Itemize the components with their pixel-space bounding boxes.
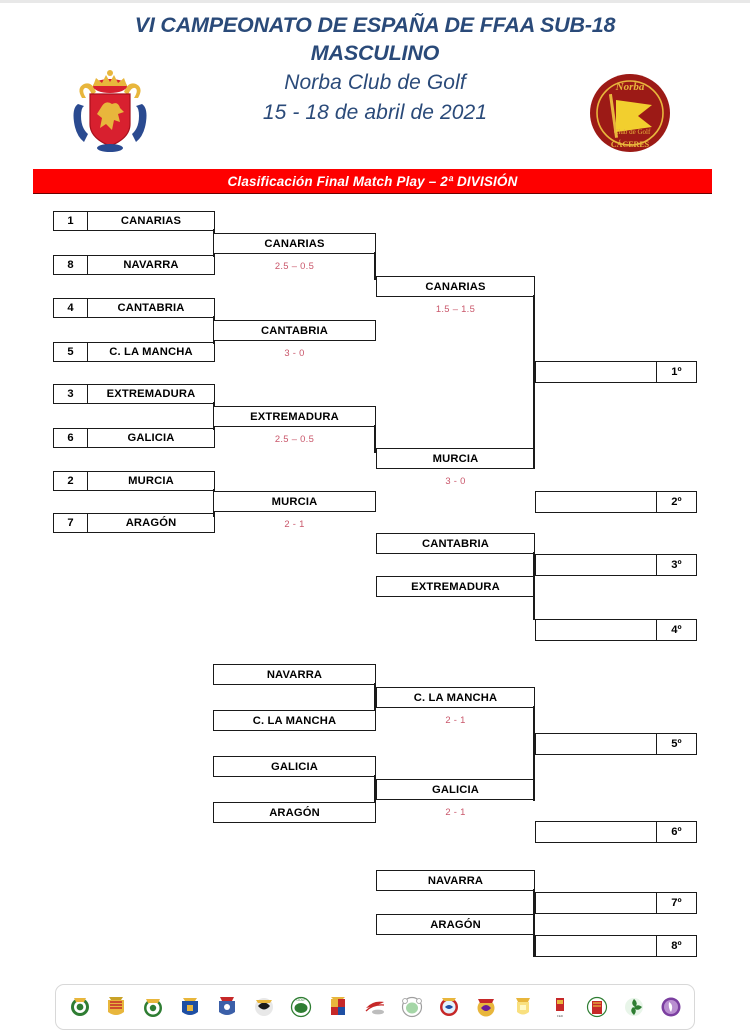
federacion-logo-4 — [177, 992, 204, 1022]
consolation-team-box[interactable]: ARAGÓN — [213, 802, 376, 823]
seed-number: 1 — [53, 211, 88, 231]
placement-team-box[interactable] — [535, 491, 657, 513]
svg-text:GOLF: GOLF — [297, 998, 306, 1002]
consolation-winner-box[interactable]: C. LA MANCHA — [376, 687, 535, 708]
placement-rank: 4º — [656, 619, 697, 641]
federacion-logo-8 — [325, 992, 352, 1022]
svg-text:CÁCERES: CÁCERES — [611, 139, 650, 149]
round1-team-box[interactable]: CANARIAS — [87, 211, 215, 231]
round1-team-box[interactable]: CANTABRIA — [87, 298, 215, 318]
semifinal-score: 3 - 0 — [445, 474, 466, 486]
third-place-team-box[interactable]: EXTREMADURA — [376, 576, 535, 597]
placement-rank: 3º — [656, 554, 697, 576]
federacion-logo-2 — [103, 992, 130, 1022]
round1-team-box[interactable]: EXTREMADURA — [87, 384, 215, 404]
federacion-logo-16 — [620, 992, 647, 1022]
svg-text:FED: FED — [557, 1014, 564, 1018]
round1-team-box[interactable]: NAVARRA — [87, 255, 215, 275]
bracket-connector — [533, 889, 535, 957]
quarterfinal-winner-box[interactable]: CANTABRIA — [213, 320, 376, 341]
rfeg-crest-icon — [62, 68, 158, 154]
seed-number: 8 — [53, 255, 88, 275]
consolation-score: 2 - 1 — [445, 805, 466, 817]
banner-label: Clasificación Final Match Play – 2ª DIVI… — [227, 173, 518, 189]
championship-category: MASCULINO — [310, 41, 440, 66]
bracket-connector — [533, 706, 535, 801]
quarterfinal-score: 3 - 0 — [284, 346, 305, 358]
seventh-place-team-box[interactable]: ARAGÓN — [376, 914, 535, 935]
seed-number: 6 — [53, 428, 88, 448]
federacion-logo-12 — [472, 992, 499, 1022]
championship-title: VI CAMPEONATO DE ESPAÑA DE FFAA SUB-18 — [134, 13, 616, 37]
placement-team-box[interactable] — [535, 821, 657, 843]
semifinal-winner-box[interactable]: MURCIA — [376, 448, 535, 469]
federacion-logo-15 — [583, 992, 610, 1022]
final-connector — [533, 295, 535, 469]
quarterfinal-winner-box[interactable]: EXTREMADURA — [213, 406, 376, 427]
norba-club-de-golf-logo-icon: Norba Club de Golf CÁCERES — [586, 72, 674, 154]
federacion-logo-17 — [657, 992, 684, 1022]
bracket-connector — [374, 775, 376, 803]
consolation-winner-box[interactable]: GALICIA — [376, 779, 535, 800]
seed-number: 3 — [53, 384, 88, 404]
consolation-team-box[interactable]: GALICIA — [213, 756, 376, 777]
quarterfinal-score: 2.5 – 0.5 — [274, 259, 315, 271]
bracket-connector — [374, 683, 376, 711]
event-dates: 15 - 18 de abril de 2021 — [262, 100, 488, 124]
consolation-team-box[interactable]: NAVARRA — [213, 664, 376, 685]
federacion-logo-3 — [140, 992, 167, 1022]
svg-text:Norba: Norba — [615, 81, 645, 93]
title-block: VI CAMPEONATO DE ESPAÑA DE FFAA SUB-18 M… — [120, 11, 630, 127]
seed-number: 2 — [53, 471, 88, 491]
federacion-logo-7: GOLF — [288, 992, 315, 1022]
placement-team-box[interactable] — [535, 733, 657, 755]
bracket-connector — [533, 552, 535, 620]
svg-text:Club de Golf: Club de Golf — [614, 128, 651, 136]
semifinal-winner-box[interactable]: CANARIAS — [376, 276, 535, 297]
round1-team-box[interactable]: MURCIA — [87, 471, 215, 491]
placement-team-box[interactable] — [535, 361, 657, 383]
federation-logos-bar: GOLF FED — [55, 984, 695, 1030]
seventh-place-team-box[interactable]: NAVARRA — [376, 870, 535, 891]
consolation-score: 2 - 1 — [445, 713, 466, 725]
round1-team-box[interactable]: GALICIA — [87, 428, 215, 448]
federacion-logo-5 — [214, 992, 241, 1022]
consolation-team-box[interactable]: C. LA MANCHA — [213, 710, 376, 731]
placement-rank: 5º — [656, 733, 697, 755]
quarterfinal-winner-box[interactable]: CANARIAS — [213, 233, 376, 254]
round1-team-box[interactable]: C. LA MANCHA — [87, 342, 215, 362]
placement-rank: 7º — [656, 892, 697, 914]
seed-number: 4 — [53, 298, 88, 318]
seed-number: 5 — [53, 342, 88, 362]
federacion-logo-6 — [251, 992, 278, 1022]
third-place-team-box[interactable]: CANTABRIA — [376, 533, 535, 554]
federacion-logo-13 — [509, 992, 536, 1022]
placement-team-box[interactable] — [535, 892, 657, 914]
venue-name: Norba Club de Golf — [284, 70, 466, 94]
placement-team-box[interactable] — [535, 935, 657, 957]
placement-team-box[interactable] — [535, 619, 657, 641]
placement-team-box[interactable] — [535, 554, 657, 576]
federacion-logo-9 — [362, 992, 389, 1022]
quarterfinal-winner-box[interactable]: MURCIA — [213, 491, 376, 512]
quarterfinal-score: 2 - 1 — [284, 517, 305, 529]
federacion-logo-11 — [435, 992, 462, 1022]
placement-rank: 8º — [656, 935, 697, 957]
placement-rank: 1º — [656, 361, 697, 383]
seed-number: 7 — [53, 513, 88, 533]
federacion-logo-10 — [398, 992, 425, 1022]
bracket-connector — [374, 252, 376, 280]
quarterfinal-score: 2.5 – 0.5 — [274, 432, 315, 444]
semifinal-score: 1.5 – 1.5 — [435, 302, 476, 314]
placement-rank: 2º — [656, 491, 697, 513]
federacion-logo-1 — [66, 992, 93, 1022]
round1-team-box[interactable]: ARAGÓN — [87, 513, 215, 533]
federacion-logo-14: FED — [546, 992, 573, 1022]
placement-rank: 6º — [656, 821, 697, 843]
classification-banner: Clasificación Final Match Play – 2ª DIVI… — [33, 169, 712, 194]
bracket-connector — [374, 425, 376, 453]
page-header: VI CAMPEONATO DE ESPAÑA DE FFAA SUB-18 M… — [0, 11, 750, 161]
